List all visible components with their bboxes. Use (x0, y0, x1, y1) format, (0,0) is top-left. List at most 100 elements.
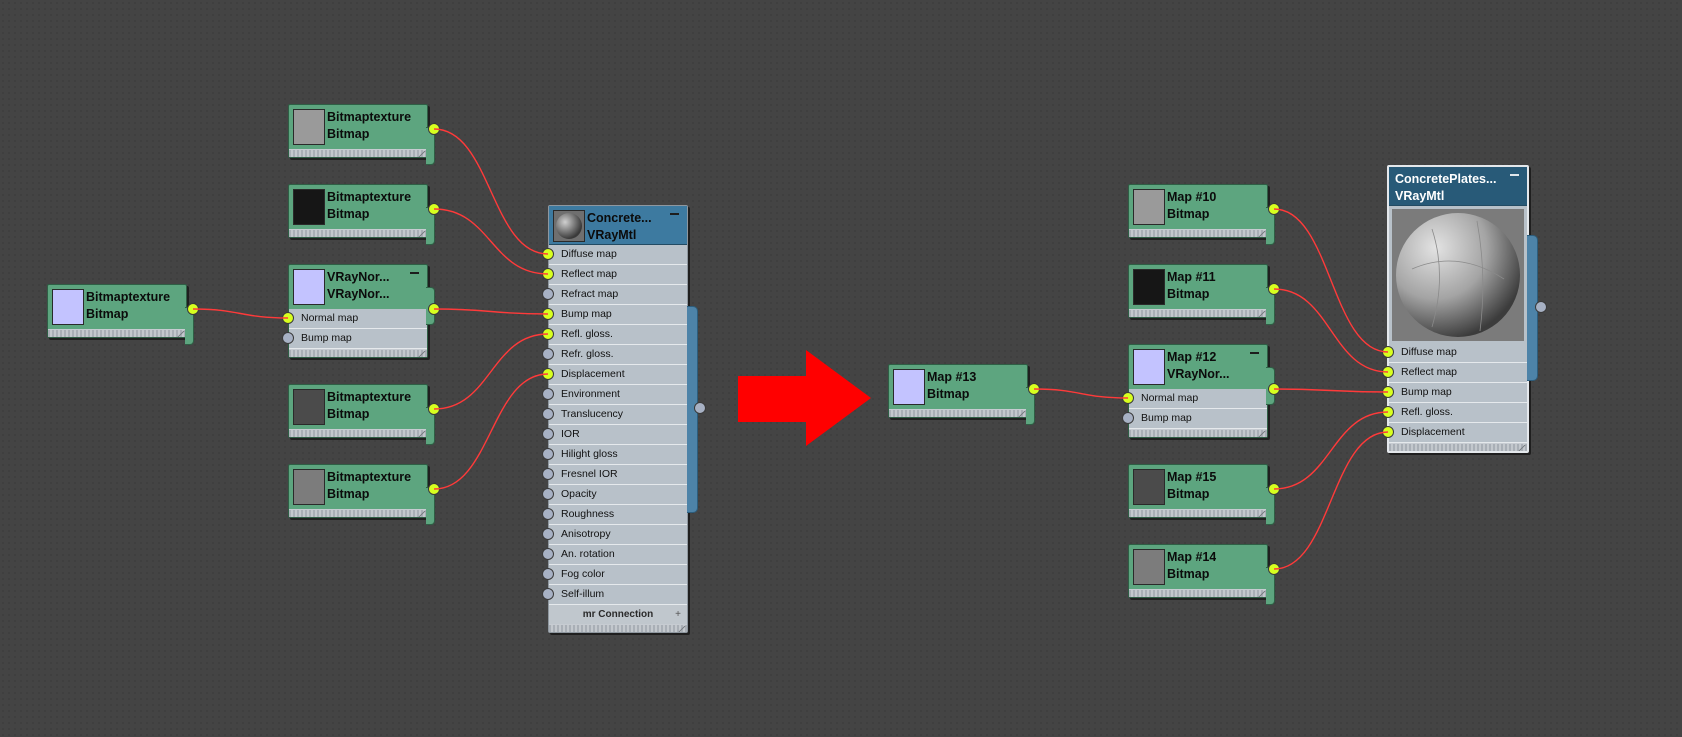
wire-node-map12-vraynormalmap-to-material-node-concreteplates[interactable] (1273, 388, 1389, 393)
wire-node-vraynormalmap-to-material-node-concrete[interactable] (433, 308, 549, 315)
node-bitmap-gray[interactable]: Bitmaptexture Bitmap (288, 104, 440, 165)
output-socket[interactable] (1028, 383, 1040, 395)
resize-grip-icon[interactable] (1258, 231, 1266, 237)
input-socket[interactable] (542, 288, 554, 300)
node-map14[interactable]: Map #14 Bitmap (1128, 544, 1280, 605)
input-socket[interactable] (1122, 392, 1134, 404)
input-socket[interactable] (542, 508, 554, 520)
collapse-minus-icon[interactable] (670, 213, 679, 215)
input-socket[interactable] (282, 312, 294, 324)
slot-displacement[interactable]: Displacement (1382, 423, 1527, 443)
wire-node-map15-to-material-node-concreteplates[interactable] (1273, 411, 1389, 490)
wire-node-map10-to-material-node-concreteplates[interactable] (1273, 208, 1389, 353)
input-socket[interactable] (542, 368, 554, 380)
output-socket[interactable] (428, 203, 440, 215)
output-socket[interactable] (1268, 483, 1280, 495)
slot-an-rotation[interactable]: An. rotation (542, 545, 687, 565)
node-bitmap-normal[interactable]: Bitmaptexture Bitmap (47, 284, 199, 345)
resize-grip-icon[interactable] (678, 626, 686, 632)
slot-bump-map[interactable]: Bump map (1122, 409, 1267, 429)
mr-connection-bar[interactable]: mr Connection + (549, 605, 687, 624)
slot-ior[interactable]: IOR (542, 425, 687, 445)
node-map15[interactable]: Map #15 Bitmap (1128, 464, 1280, 525)
slot-fog-color[interactable]: Fog color (542, 565, 687, 585)
slot-diffuse-map[interactable]: Diffuse map (1382, 343, 1527, 363)
slot-fresnel-ior[interactable]: Fresnel IOR (542, 465, 687, 485)
slot-bump-map[interactable]: Bump map (1382, 383, 1527, 403)
resize-grip-icon[interactable] (1258, 591, 1266, 597)
node-map12-vraynormalmap[interactable]: Map #12 VRayNor... Normal map Bump map (1122, 344, 1280, 438)
node-bitmap-mid[interactable]: Bitmaptexture Bitmap (288, 464, 440, 525)
input-socket[interactable] (282, 332, 294, 344)
resize-grip-icon[interactable] (1258, 431, 1266, 437)
resize-grip-icon[interactable] (1018, 411, 1026, 417)
wire-node-bitmap-mid-to-material-node-concrete[interactable] (433, 373, 549, 490)
slot-bump-map[interactable]: Bump map (542, 305, 687, 325)
slot-self-illum[interactable]: Self-illum (542, 585, 687, 605)
output-socket[interactable] (1268, 563, 1280, 575)
slot-refl-gloss[interactable]: Refl. gloss. (542, 325, 687, 345)
node-vraynormalmap[interactable]: VRayNor... VRayNor... Normal map Bump ma… (282, 264, 440, 358)
output-socket[interactable] (187, 303, 199, 315)
resize-grip-icon[interactable] (1518, 445, 1526, 451)
resize-grip-icon[interactable] (1258, 311, 1266, 317)
resize-grip-icon[interactable] (1258, 511, 1266, 517)
slot-refract-map[interactable]: Refract map (542, 285, 687, 305)
collapse-minus-icon[interactable] (1250, 352, 1259, 354)
slot-reflect-map[interactable]: Reflect map (542, 265, 687, 285)
material-output-socket[interactable] (694, 402, 706, 414)
slot-opacity[interactable]: Opacity (542, 485, 687, 505)
slot-environment[interactable]: Environment (542, 385, 687, 405)
resize-grip-icon[interactable] (418, 431, 426, 437)
input-socket[interactable] (1382, 426, 1394, 438)
slot-anisotropy[interactable]: Anisotropy (542, 525, 687, 545)
wire-node-map11-to-material-node-concreteplates[interactable] (1273, 288, 1389, 373)
output-socket[interactable] (1268, 383, 1280, 395)
slot-translucency[interactable]: Translucency (542, 405, 687, 425)
slot-normal-map[interactable]: Normal map (1122, 389, 1267, 409)
node-bitmap-black[interactable]: Bitmaptexture Bitmap (288, 184, 440, 245)
input-socket[interactable] (542, 488, 554, 500)
input-socket[interactable] (542, 588, 554, 600)
slot-bump-map[interactable]: Bump map (282, 329, 427, 349)
slot-reflect-map[interactable]: Reflect map (1382, 363, 1527, 383)
wire-node-bitmap-black-to-material-node-concrete[interactable] (433, 208, 549, 275)
collapse-minus-icon[interactable] (1510, 174, 1519, 176)
input-socket[interactable] (542, 568, 554, 580)
node-map11[interactable]: Map #11 Bitmap (1128, 264, 1280, 325)
node-map10[interactable]: Map #10 Bitmap (1128, 184, 1280, 245)
input-socket[interactable] (542, 548, 554, 560)
resize-grip-icon[interactable] (418, 351, 426, 357)
input-socket[interactable] (542, 408, 554, 420)
wire-node-map14-to-material-node-concreteplates[interactable] (1273, 431, 1389, 570)
slot-diffuse-map[interactable]: Diffuse map (542, 245, 687, 265)
input-socket[interactable] (1382, 406, 1394, 418)
output-socket[interactable] (428, 403, 440, 415)
node-bitmap-dark[interactable]: Bitmaptexture Bitmap (288, 384, 440, 445)
input-socket[interactable] (1382, 366, 1394, 378)
output-socket[interactable] (428, 483, 440, 495)
node-map13[interactable]: Map #13 Bitmap (888, 364, 1040, 425)
slot-refl-gloss[interactable]: Refl. gloss. (1382, 403, 1527, 423)
resize-grip-icon[interactable] (418, 151, 426, 157)
expand-plus-icon[interactable]: + (675, 609, 681, 620)
input-socket[interactable] (1382, 346, 1394, 358)
slot-roughness[interactable]: Roughness (542, 505, 687, 525)
slot-normal-map[interactable]: Normal map (282, 309, 427, 329)
slot-hilight-gloss[interactable]: Hilight gloss (542, 445, 687, 465)
material-output-socket[interactable] (1535, 301, 1547, 313)
output-socket[interactable] (1268, 283, 1280, 295)
resize-grip-icon[interactable] (418, 511, 426, 517)
output-socket[interactable] (428, 123, 440, 135)
wire-node-map13-to-node-map12-vraynormalmap[interactable] (1033, 388, 1129, 399)
resize-grip-icon[interactable] (418, 231, 426, 237)
input-socket[interactable] (542, 248, 554, 260)
input-socket[interactable] (1122, 412, 1134, 424)
input-socket[interactable] (542, 448, 554, 460)
resize-grip-icon[interactable] (177, 331, 185, 337)
wire-node-bitmap-gray-to-material-node-concrete[interactable] (433, 128, 549, 255)
input-socket[interactable] (542, 308, 554, 320)
input-socket[interactable] (1382, 386, 1394, 398)
